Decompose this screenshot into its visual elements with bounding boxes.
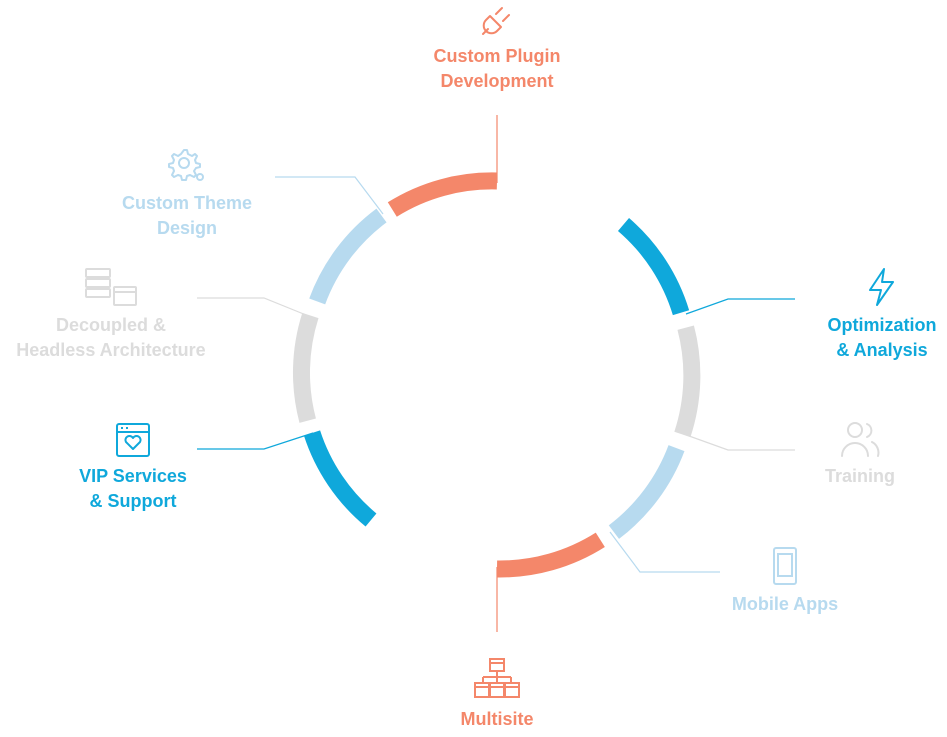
service-decoupled-line1: Decoupled & — [55, 315, 166, 335]
service-plugin-line1: Custom Plugin — [433, 46, 561, 66]
service-mobile-line1: Mobile Apps — [731, 594, 839, 614]
service-plugin[interactable]: Custom Plugin Development — [397, 2, 597, 94]
service-theme-line1: Custom Theme — [121, 193, 253, 213]
service-optimization-line1: Optimization — [827, 315, 937, 335]
connector-optimization — [685, 298, 795, 315]
service-vip[interactable]: VIP Services & Support — [58, 422, 208, 514]
service-vip-line2: & Support — [89, 491, 177, 511]
service-multisite[interactable]: Multisite — [427, 657, 567, 732]
connector-vip — [197, 432, 314, 450]
service-theme-line2: Design — [156, 218, 217, 238]
service-optimization[interactable]: Optimization & Analysis — [812, 267, 947, 363]
server-window-icon — [85, 268, 137, 306]
gear-icon — [168, 149, 204, 181]
arc-optimization — [617, 218, 690, 316]
service-vip-line1: VIP Services — [79, 466, 187, 486]
service-decoupled[interactable]: Decoupled & Headless Architecture — [0, 267, 222, 363]
users-icon — [841, 422, 880, 457]
connector-theme — [275, 176, 384, 215]
service-mobile[interactable]: Mobile Apps — [705, 546, 865, 617]
arc-decoupled — [293, 312, 319, 423]
connector-decoupled — [197, 297, 312, 318]
service-multisite-line1: Multisite — [460, 709, 534, 729]
phone-icon — [773, 547, 797, 585]
arc-plugin — [387, 172, 498, 217]
lightning-icon — [869, 268, 894, 306]
arc-theme — [309, 208, 387, 305]
service-theme[interactable]: Custom Theme Design — [97, 147, 277, 241]
connector-mobile — [609, 531, 720, 573]
service-training[interactable]: Training — [800, 420, 920, 489]
service-training-line1: Training — [824, 466, 895, 486]
connector-training — [677, 431, 795, 451]
service-plugin-line2: Development — [440, 71, 554, 91]
arc-multisite — [496, 532, 605, 578]
service-decoupled-line2: Headless Architecture — [16, 340, 206, 360]
sitemap-icon — [474, 658, 520, 698]
browser-heart-icon — [116, 423, 150, 457]
plug-icon — [482, 7, 510, 35]
arc-training — [674, 325, 701, 438]
arc-vip — [303, 430, 377, 527]
arc-mobile — [608, 444, 685, 539]
service-optimization-line2: & Analysis — [836, 340, 928, 360]
